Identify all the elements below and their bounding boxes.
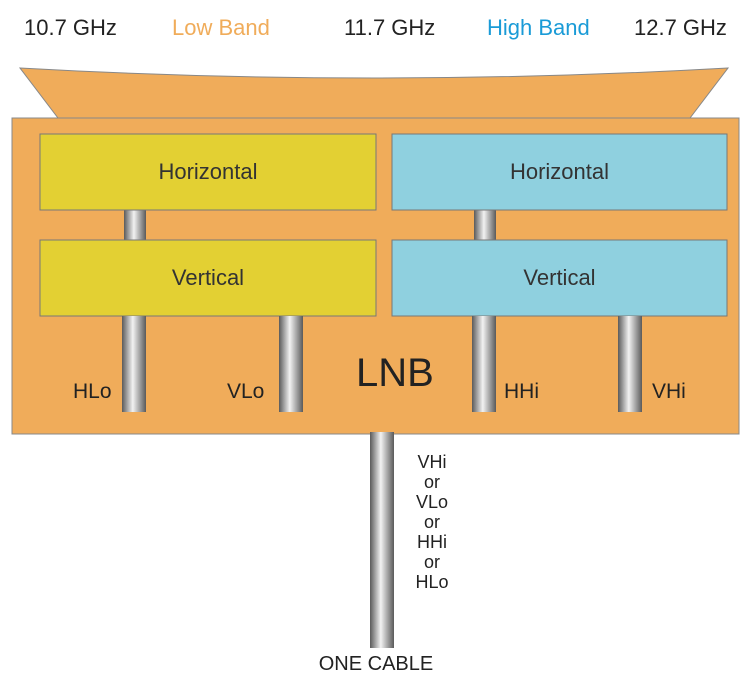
high-band-connector [474,210,496,240]
port-label-vhi: VHi [652,380,686,403]
hhi-pipe [472,316,496,412]
low-vertical-box [39,239,377,317]
vhi-pipe [618,316,642,412]
port-label-vlo: VLo [227,380,265,403]
port-label-hlo: HLo [73,380,112,403]
freq-end-label: 12.7 GHz [634,15,727,40]
cable-option: VLo [415,492,449,512]
lnb-label: LNB [356,351,434,395]
feed-horn [18,67,730,119]
output-cable [370,432,394,648]
port-label-hhi: HHi [504,380,539,403]
hlo-pipe [122,316,146,412]
low-horizontal-label: Horizontal [158,159,258,184]
one-cable-label: ONE CABLE [318,653,434,675]
high-vertical-box [391,239,728,317]
freq-start-label: 10.7 GHz [24,15,117,40]
cable-option-or: or [423,552,440,572]
cable-option-or: or [423,472,440,492]
low-band-connector [124,210,146,240]
cable-option: VHi [417,452,447,472]
high-horizontal-box [391,133,728,211]
cable-option-or: or [423,512,440,532]
cable-option: HLo [415,572,449,592]
high-vertical-label: Vertical [523,265,596,290]
cable-option: HHi [417,532,447,552]
low-horizontal-box [39,133,377,211]
vlo-pipe [279,316,303,412]
high-horizontal-label: Horizontal [509,159,610,184]
high-band-label: High Band [487,15,590,40]
low-vertical-label: Vertical [171,265,245,290]
low-band-label: Low Band [172,15,270,40]
freq-mid-label: 11.7 GHz [344,15,436,40]
